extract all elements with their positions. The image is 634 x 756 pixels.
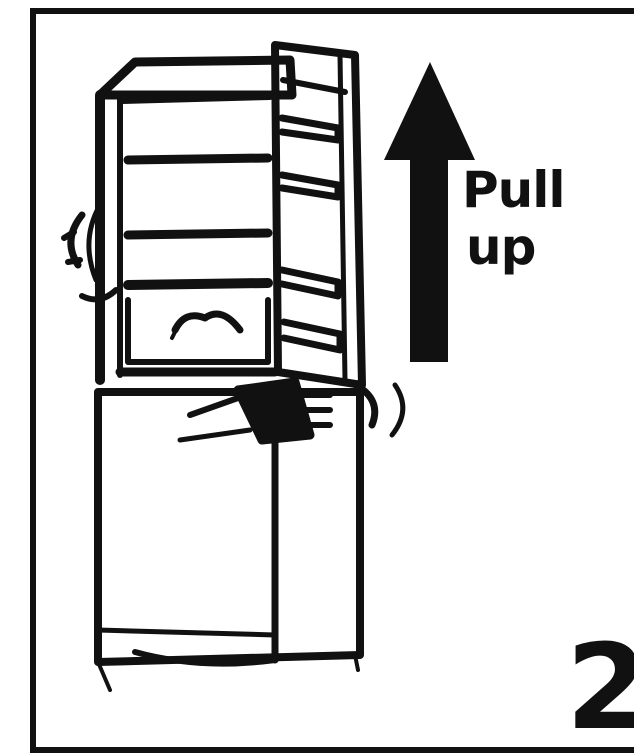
crisper-drawer: [128, 300, 268, 362]
shelf-2: [128, 158, 268, 160]
instruction-text-up: up: [466, 222, 535, 272]
shelf-1: [122, 96, 270, 100]
shelf-3: [128, 233, 268, 235]
shelf-4: [128, 283, 268, 285]
fridge-compartment: [100, 60, 292, 95]
door-balcony-4: [284, 322, 340, 350]
step-number: 2: [566, 628, 634, 746]
door-balcony-3: [282, 270, 338, 296]
door-balcony-1: [282, 118, 338, 140]
door-balcony-2: [282, 175, 338, 197]
instruction-text-pull: Pull: [462, 165, 565, 215]
